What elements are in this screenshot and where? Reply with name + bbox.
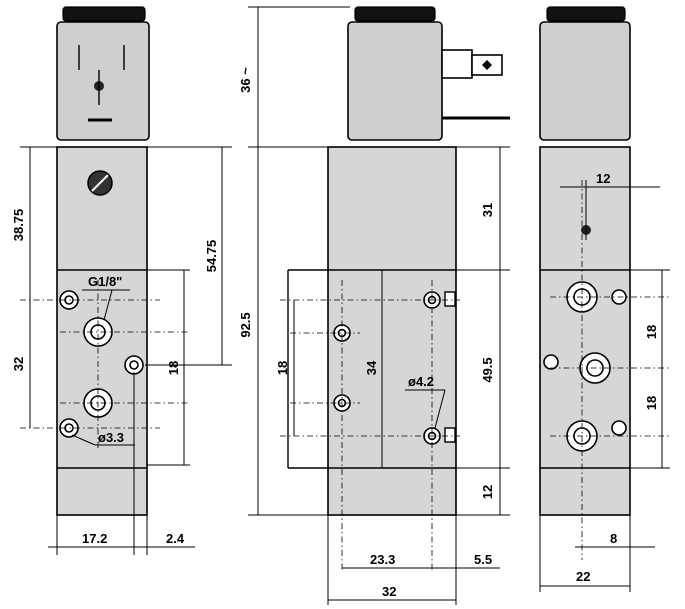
hole-4-2-label: ø4.2 [408,374,434,389]
knurled-knob [62,6,146,22]
dim-18-front: 18 [166,361,181,375]
dim-18-right-b: 18 [644,396,659,410]
hole-3-3-label: ø3.3 [98,430,124,445]
solenoid-coil [56,21,150,141]
dim-17-2: 17.2 [82,531,107,546]
dim-36: 36 ~ [238,67,253,93]
dim-49-5: 49.5 [480,357,495,382]
dim-12-top: 12 [596,171,610,186]
solenoid-coil-back [539,21,631,141]
dim-92-5: 92.5 [238,312,253,337]
side-view: 36 ~ 92.5 31 49.5 12 18 34 ø4.2 23.3 5.5… [238,6,510,605]
dim-32: 32 [11,357,26,371]
dim-18-right-a: 18 [644,325,659,339]
dim-34: 34 [364,360,379,375]
back-view: 12 18 18 8 22 [539,6,670,592]
valve-body-back [539,146,631,516]
knurled-knob-side [354,6,436,22]
thread-label: G1/8" [88,274,122,289]
dim-18-mid: 18 [275,361,290,375]
dim-2-4: 2.4 [166,531,185,546]
dim-31: 31 [480,203,495,217]
knurled-knob-back [546,6,626,22]
dim-8: 8 [610,531,617,546]
dim-22: 22 [576,569,590,584]
dim-38-75: 38.75 [11,209,26,242]
dim-54-75: 54.75 [204,240,219,273]
front-view: 38.75 54.75 32 18 G1/8" ø3.3 17.2 2.4 [11,6,232,555]
dim-23-3: 23.3 [370,552,395,567]
dim-32-bottom: 32 [382,584,396,599]
dim-5-5: 5.5 [474,552,492,567]
dim-12-side: 12 [480,485,495,499]
solenoid-coil-side [347,21,443,141]
